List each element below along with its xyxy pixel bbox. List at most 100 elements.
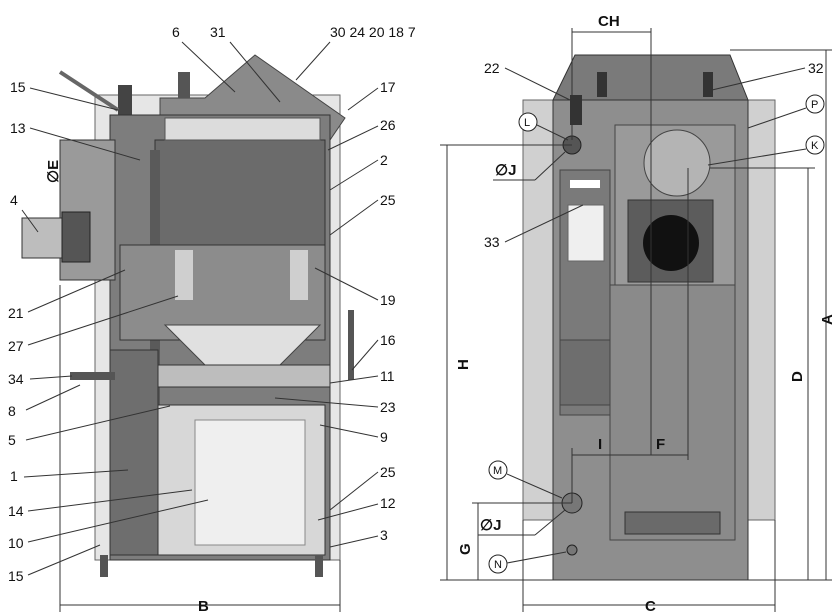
callout-label: 31 (210, 24, 226, 40)
circled-M: M (488, 460, 563, 499)
flue-outlet-k (643, 129, 711, 197)
svg-text:K: K (811, 140, 819, 152)
callout-label: 12 (380, 495, 396, 511)
leader-line (314, 267, 379, 301)
callout-22: 22 (484, 60, 500, 76)
leader-line (29, 127, 141, 161)
leader-line (27, 544, 101, 576)
leader-line (21, 209, 39, 233)
callout-32: 32 (808, 60, 824, 76)
leader-line (29, 87, 119, 111)
side-panel-right (744, 99, 776, 521)
refractory-right (290, 250, 308, 300)
dimension-h: H (455, 359, 472, 370)
rod-15 (58, 70, 120, 112)
grate-bar (149, 364, 331, 388)
foot-right (315, 555, 323, 577)
circled-N: N (488, 551, 567, 574)
front-dimension-lines (440, 28, 832, 612)
circled-L: L (518, 112, 569, 141)
leader-line (181, 41, 236, 93)
callout-label: 5 (8, 432, 16, 448)
lower-left-wall (109, 349, 159, 556)
ash-door-grille (624, 511, 721, 535)
leader-line (25, 384, 81, 411)
callout-label: 21 (8, 305, 24, 321)
leader-line (23, 469, 129, 478)
lower-door (609, 284, 736, 541)
top-callouts: 6 31 30 24 20 18 7 (172, 24, 416, 103)
burner (21, 217, 63, 259)
callout-label: ∅E (45, 160, 62, 183)
top-fitting-1 (597, 72, 607, 97)
callout-label: 17 (380, 79, 396, 95)
dimension-b: B (198, 598, 209, 615)
callout-33: 33 (484, 234, 500, 250)
inspection-window (559, 339, 611, 406)
ash-pan (194, 419, 306, 546)
svg-text:P: P (811, 99, 818, 111)
thermometer (570, 95, 582, 125)
burner-fins (61, 211, 91, 263)
callout-label: 19 (380, 292, 396, 308)
leader-line (27, 489, 193, 512)
callout-label: 10 (8, 535, 24, 551)
label-plate (567, 204, 605, 262)
leader-line (329, 471, 379, 511)
leader-line (27, 499, 209, 543)
dimension-g: G (457, 543, 474, 555)
dimension-i: I (598, 436, 602, 453)
leader-line (27, 295, 179, 346)
foot-left (100, 555, 108, 577)
callout-label: 1 (10, 468, 18, 484)
vertical-rod (150, 150, 160, 545)
leader-line (347, 87, 379, 111)
upper-combustion-chamber (154, 139, 326, 246)
front-view: CH I F C H D A G ∅J ∅J 22 32 33 L P K (440, 13, 835, 615)
callout-label: 11 (380, 368, 395, 384)
callout-label: 15 (8, 568, 24, 584)
leader-line (29, 375, 73, 380)
callout-label: 9 (380, 429, 388, 445)
burner-opening (643, 215, 699, 271)
leader-line (295, 41, 331, 81)
callout-label: 4 (10, 192, 18, 208)
callout-label: 6 (172, 24, 180, 40)
callout-label: 13 (10, 120, 26, 136)
leader-line (351, 339, 379, 371)
dimension-a: A (819, 314, 835, 325)
callout-label: 30 24 20 18 7 (330, 24, 416, 40)
callout-label: 3 (380, 527, 388, 543)
circled-K: K (707, 135, 825, 166)
top-fitting-2 (703, 72, 713, 97)
leader-line (327, 125, 379, 151)
leader-line (329, 159, 379, 191)
callout-label: 25 (380, 464, 396, 480)
refractory-left (175, 250, 193, 300)
leader-line (329, 375, 379, 384)
label-strip (570, 180, 600, 188)
leader-line (329, 199, 379, 236)
leader-line (317, 503, 379, 521)
side-panel-left (522, 99, 554, 521)
svg-text:N: N (494, 559, 502, 571)
hopper-inner (164, 117, 321, 141)
leader-line (329, 535, 379, 548)
callout-label: 26 (380, 117, 396, 133)
leader-line (27, 269, 126, 313)
callout-label: 8 (8, 403, 16, 419)
leader-line (319, 424, 379, 438)
callout-label: 27 (8, 338, 24, 354)
leader-line (229, 41, 281, 103)
connection-n (566, 544, 578, 556)
phi-j-top: ∅J (495, 162, 516, 179)
phi-j-bottom: ∅J (480, 517, 501, 534)
pipe-34 (70, 372, 115, 380)
dimension-c: C (645, 598, 656, 615)
svg-text:M: M (493, 465, 502, 477)
callout-label: 16 (380, 332, 396, 348)
callout-label: 25 (380, 192, 396, 208)
